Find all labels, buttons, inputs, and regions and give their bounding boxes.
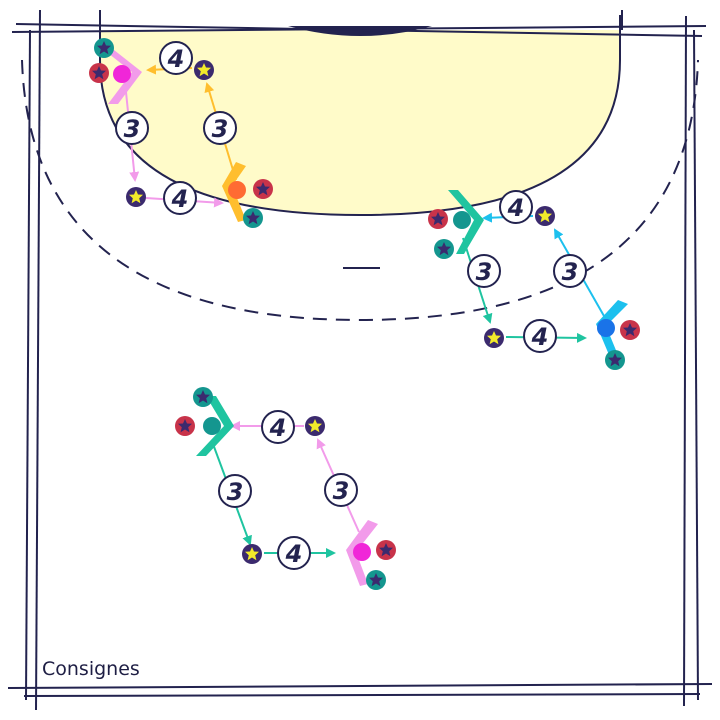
free-throw-line	[21, 59, 699, 322]
step-badge: 4	[277, 536, 311, 570]
step-badge: 3	[218, 474, 252, 508]
step-label: 4	[507, 194, 525, 222]
step-badge: 4	[163, 181, 197, 215]
player-teal-chevron	[196, 396, 234, 456]
step-badge: 4	[159, 41, 193, 75]
step-label: 3	[124, 115, 141, 143]
step-badge: 4	[261, 410, 295, 444]
step-badge: 4	[523, 319, 557, 353]
step-badge: 3	[115, 111, 149, 145]
player-pink-chevron	[104, 50, 142, 104]
player-teal	[453, 211, 471, 229]
step-label: 3	[333, 477, 350, 505]
player-blue	[597, 319, 615, 337]
player-teal	[203, 417, 221, 435]
step-label: 4	[269, 414, 287, 442]
drill-group-3	[175, 387, 396, 590]
step-badge: 3	[553, 254, 587, 288]
player-orange	[228, 181, 246, 199]
court-outline	[7, 9, 713, 711]
player-pink-chevron	[346, 520, 378, 586]
step-label: 3	[476, 258, 493, 286]
step-label: 4	[531, 323, 549, 351]
step-badge: 4	[499, 190, 533, 224]
player-pink	[113, 65, 131, 83]
player-blue-chevron	[596, 300, 628, 362]
caption-label: Consignes	[42, 658, 140, 680]
step-label: 3	[227, 478, 244, 506]
step-badge: 3	[324, 473, 358, 507]
step-label: 4	[167, 45, 185, 73]
goal-area-zone	[100, 30, 620, 215]
step-badge: 3	[203, 111, 237, 145]
player-teal-chevron	[448, 190, 484, 254]
player-pink	[353, 543, 371, 561]
step-badge: 3	[467, 254, 501, 288]
step-label: 4	[285, 540, 303, 568]
step-label: 3	[212, 115, 229, 143]
step-label: 3	[562, 258, 579, 286]
step-label: 4	[171, 185, 189, 213]
